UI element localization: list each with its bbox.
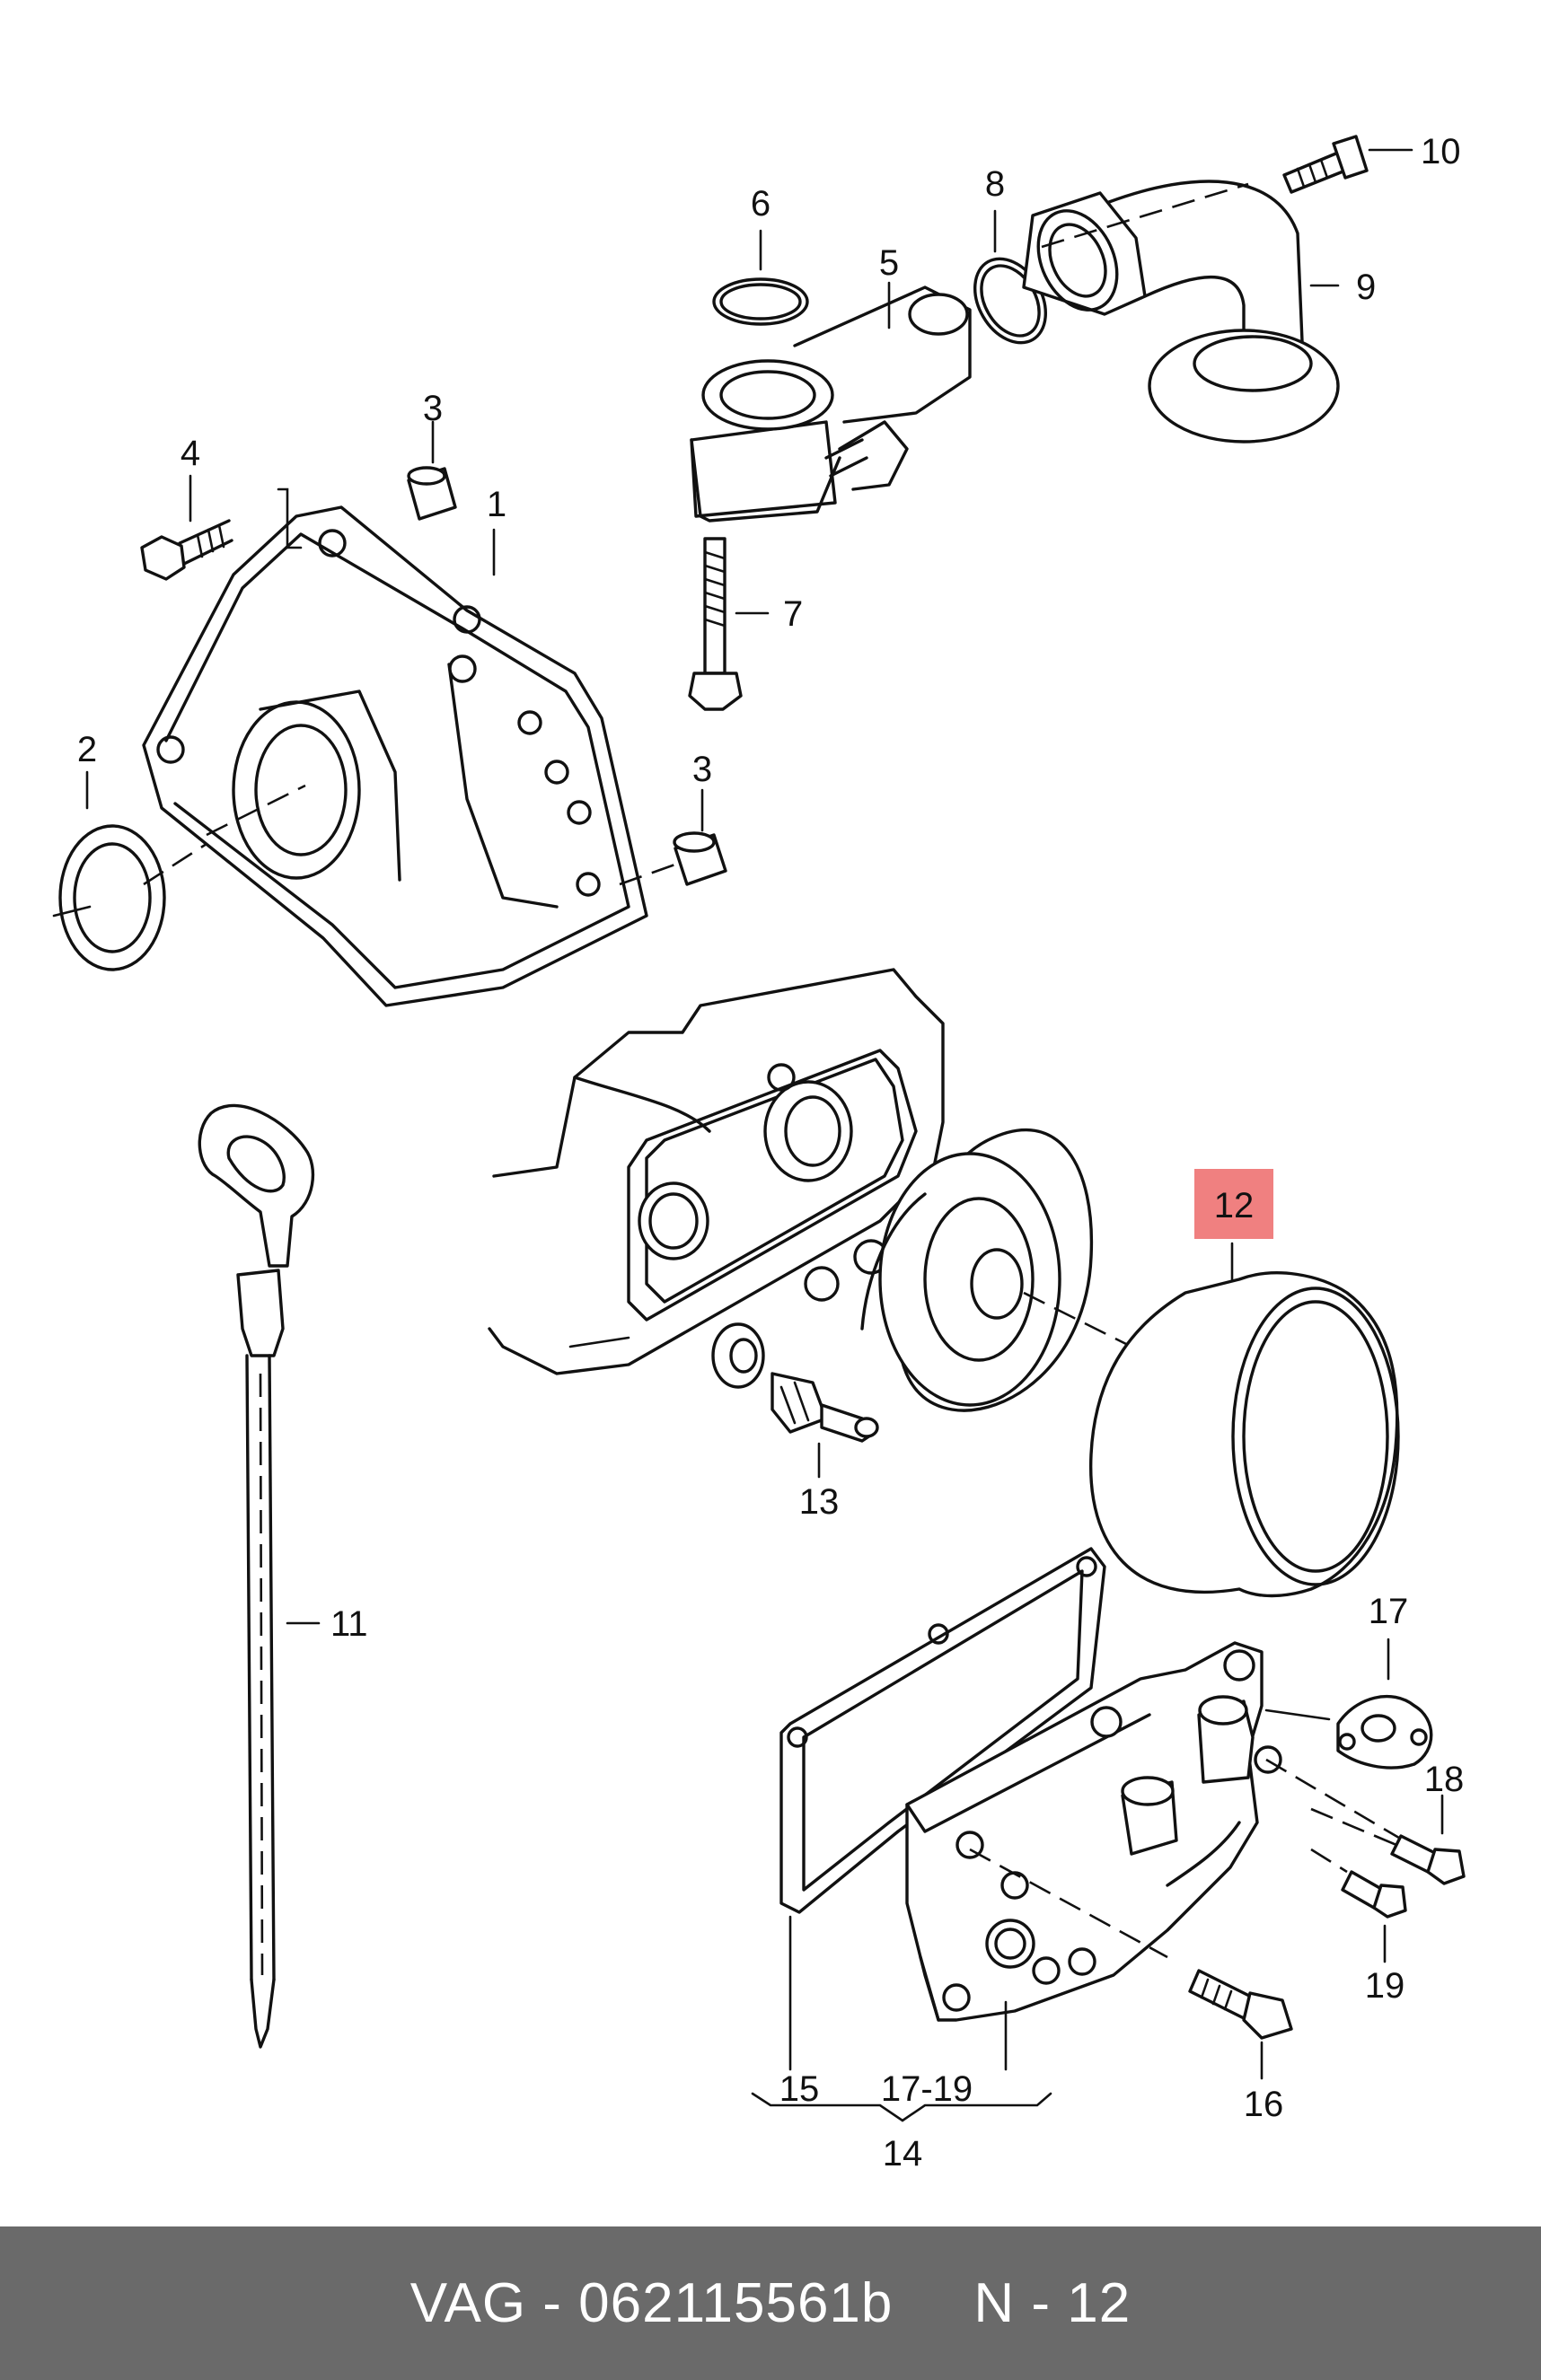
parts-diagram: 1 2 3 3 4 5 6 7 8 9 10 11 12 13 14 15 16… <box>52 132 1466 2174</box>
label-part-4: 4 <box>181 434 200 473</box>
label-part-17-19: 17-19 <box>881 2069 973 2109</box>
label-part-18: 18 <box>1424 1760 1465 1799</box>
label-part-2: 2 <box>77 730 97 769</box>
label-part-17: 17 <box>1369 1592 1409 1631</box>
callout-labels: 1 2 3 3 4 5 6 7 8 9 10 11 12 13 14 15 16… <box>77 132 1464 2174</box>
part-17-small-gasket <box>1264 1694 1433 1770</box>
label-part-16: 16 <box>1244 2085 1284 2124</box>
label-part-10: 10 <box>1421 132 1461 171</box>
part-14-oil-cooler-housing <box>905 1641 1420 2022</box>
label-part-3-upper: 3 <box>423 389 443 428</box>
label-part-9: 9 <box>1356 268 1376 307</box>
part-1-housing-cover <box>142 505 648 1007</box>
part-4-bolt <box>140 487 303 581</box>
part-10-bolt <box>1282 135 1369 194</box>
oil-pump-pulley <box>860 1128 1141 1412</box>
label-part-14: 14 <box>883 2134 923 2174</box>
part-7-long-bolt <box>688 537 743 711</box>
part-9-pipe-elbow <box>1022 180 1340 444</box>
label-part-3-lower: 3 <box>692 750 712 789</box>
part-18-screw <box>1310 1807 1466 1885</box>
part-3-sleeve-lower <box>619 831 727 886</box>
label-part-5: 5 <box>879 243 899 283</box>
label-part-7: 7 <box>783 594 803 634</box>
label-part-19: 19 <box>1365 1966 1405 2006</box>
label-part-6: 6 <box>751 184 770 224</box>
part-13-pressure-switch <box>711 1322 879 1443</box>
footer-position-ref: N - 12 <box>973 2272 1132 2334</box>
part-19-screw <box>1310 1848 1407 1919</box>
part-11-dipstick <box>198 1103 315 2049</box>
part-12-oil-filter <box>1088 1271 1400 1598</box>
label-part-1: 1 <box>487 485 506 524</box>
part-2-seal-ring <box>52 824 207 971</box>
label-part-13: 13 <box>799 1482 840 1522</box>
label-part-8: 8 <box>985 164 1005 204</box>
part-15-gasket <box>779 1547 1106 1914</box>
callout-leaders <box>85 148 1444 2122</box>
footer-part-number: VAG - 062115561b <box>409 2272 894 2334</box>
part-number-footer: VAG - 062115561b N - 12 <box>0 2226 1541 2380</box>
engine-block-flange <box>488 968 945 1375</box>
label-part-15: 15 <box>779 2069 820 2109</box>
part-16-bolt <box>1188 1969 1293 2040</box>
part-5-flange-elbow <box>690 285 972 523</box>
part-6-o-ring <box>712 277 809 326</box>
label-part-11: 11 <box>330 1604 368 1644</box>
part-12-highlight <box>1194 1169 1273 1239</box>
part-3-sleeve-upper <box>407 466 457 521</box>
label-part-12: 12 <box>1214 1186 1255 1225</box>
